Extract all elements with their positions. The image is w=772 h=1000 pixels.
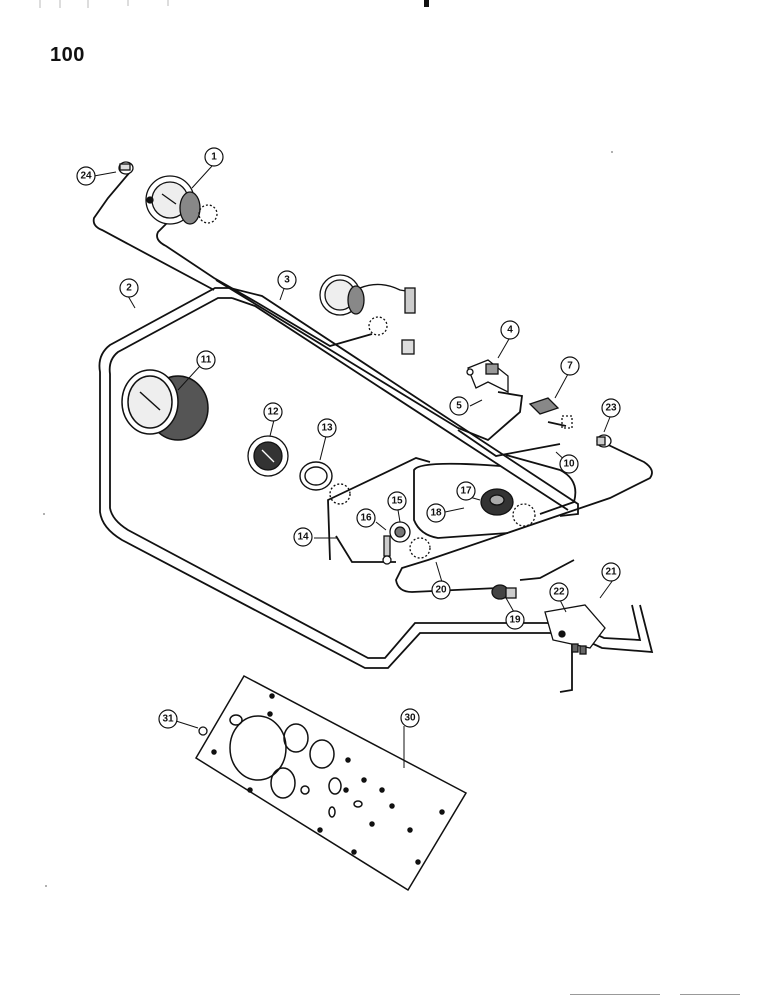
callout-22 bbox=[549, 582, 569, 602]
callout-17 bbox=[456, 481, 476, 501]
callout-label-20: 20 bbox=[435, 585, 447, 596]
callout-1 bbox=[204, 147, 224, 167]
callout-24 bbox=[76, 166, 96, 186]
callout-label-31: 31 bbox=[162, 714, 174, 725]
callout-label-18: 18 bbox=[430, 508, 442, 519]
scan-mark-dark bbox=[424, 0, 429, 7]
callout-labels: 1 2 3 4 5 7 10 11 12 13 14 15 16 17 18 1… bbox=[80, 152, 617, 725]
indicator-lamp-17 bbox=[480, 488, 536, 527]
callout-18 bbox=[426, 503, 446, 523]
callout-5 bbox=[449, 396, 469, 416]
callout-label-12: 12 bbox=[267, 407, 279, 418]
callout-label-22: 22 bbox=[553, 587, 565, 598]
gauge-12 bbox=[247, 435, 289, 477]
callout-label-21: 21 bbox=[605, 567, 617, 578]
callout-13 bbox=[317, 418, 337, 438]
callout-20 bbox=[431, 580, 451, 600]
callout-label-24: 24 bbox=[80, 171, 92, 182]
callout-12 bbox=[263, 402, 283, 422]
gauge-with-sender-3 bbox=[319, 274, 416, 355]
callout-10 bbox=[559, 454, 579, 474]
connector-19 bbox=[491, 584, 517, 600]
resistor-7 bbox=[528, 397, 573, 429]
callout-label-7: 7 bbox=[567, 361, 573, 372]
gauge-1 bbox=[145, 175, 218, 225]
callout-label-10: 10 bbox=[563, 459, 575, 470]
grommet-31 bbox=[198, 726, 208, 736]
callout-label-13: 13 bbox=[321, 423, 333, 434]
callout-7 bbox=[560, 356, 580, 376]
callout-3 bbox=[277, 270, 297, 290]
callout-21 bbox=[601, 562, 621, 582]
callout-label-30: 30 bbox=[404, 713, 416, 724]
callout-19 bbox=[505, 610, 525, 630]
upper-harness-cable bbox=[92, 171, 653, 693]
callout-11 bbox=[196, 350, 216, 370]
callout-label-11: 11 bbox=[201, 355, 212, 366]
callout-15 bbox=[387, 491, 407, 511]
callout-4 bbox=[500, 320, 520, 340]
mounting-ring-13 bbox=[299, 461, 351, 505]
control-module-22 bbox=[544, 604, 606, 655]
scan-marks bbox=[39, 0, 169, 8]
callout-label-3: 3 bbox=[284, 275, 290, 286]
callout-circles bbox=[76, 147, 621, 729]
callout-label-19: 19 bbox=[509, 615, 521, 626]
callout-16 bbox=[356, 508, 376, 528]
callout-label-14: 14 bbox=[297, 532, 309, 543]
callout-23 bbox=[601, 398, 621, 418]
scan-specks bbox=[43, 151, 740, 995]
callout-label-1: 1 bbox=[211, 152, 217, 163]
callout-label-4: 4 bbox=[507, 325, 513, 336]
tachometer-11 bbox=[121, 369, 209, 441]
switch-bracket-4 bbox=[466, 359, 509, 394]
callout-label-2: 2 bbox=[126, 283, 132, 294]
callout-label-16: 16 bbox=[360, 513, 372, 524]
callout-14 bbox=[293, 527, 313, 547]
bulb-23 bbox=[596, 434, 612, 448]
callout-label-23: 23 bbox=[605, 403, 617, 414]
callout-label-17: 17 bbox=[460, 486, 472, 497]
callout-30 bbox=[400, 708, 420, 728]
callout-leaders bbox=[93, 165, 614, 768]
callout-31 bbox=[158, 709, 178, 729]
bulb-socket-24 bbox=[118, 161, 134, 175]
callout-label-5: 5 bbox=[456, 401, 462, 412]
main-harness-2 bbox=[98, 287, 654, 669]
instrument-panel-30 bbox=[194, 675, 468, 892]
callout-2 bbox=[119, 278, 139, 298]
key-switch-15-16 bbox=[382, 521, 431, 565]
page-number: 100 bbox=[50, 44, 85, 66]
callout-label-15: 15 bbox=[391, 496, 403, 507]
